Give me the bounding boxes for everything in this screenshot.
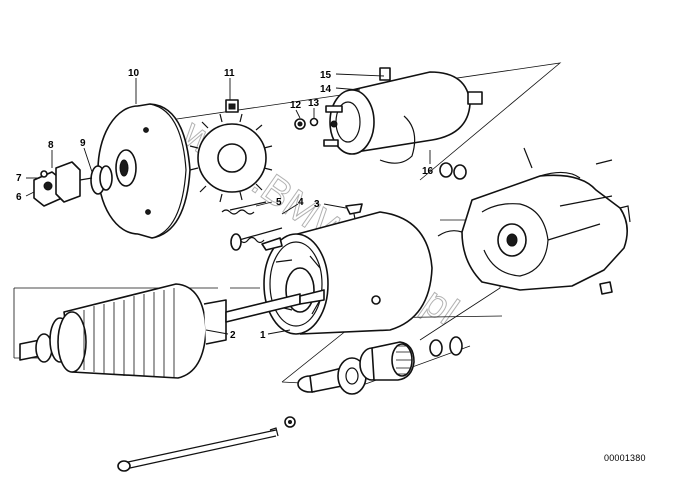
assembly-plane-upper xyxy=(169,62,562,181)
solenoid-switch xyxy=(294,67,483,164)
callout-12: 12 xyxy=(290,100,302,111)
callout-4: 4 xyxy=(298,197,304,208)
end-housing xyxy=(97,103,191,239)
callout-14: 14 xyxy=(320,84,332,95)
callout-10: 10 xyxy=(128,68,140,79)
callout-9: 9 xyxy=(80,138,86,149)
callout-3: 3 xyxy=(314,199,320,210)
assembly-plane-left xyxy=(13,287,260,359)
bushing xyxy=(439,162,467,180)
callout-1: 1 xyxy=(260,330,266,341)
pinion-assembly xyxy=(297,336,463,395)
reference-number: 00001380 xyxy=(604,453,646,463)
brush-plate xyxy=(189,99,273,203)
callout-2: 2 xyxy=(230,330,236,341)
callout-8: 8 xyxy=(48,140,54,151)
callout-13: 13 xyxy=(308,98,320,109)
callout-7: 7 xyxy=(16,173,22,184)
callout-15: 15 xyxy=(320,70,332,81)
callout-11: 11 xyxy=(224,68,235,79)
callout-16: 16 xyxy=(422,166,434,177)
brush-springs xyxy=(221,201,283,251)
drive-end-housing xyxy=(437,147,631,295)
field-housing xyxy=(261,211,433,335)
end-cap-parts xyxy=(33,161,113,207)
callout-6: 6 xyxy=(16,192,22,203)
callout-5: 5 xyxy=(276,197,282,208)
leader-lines xyxy=(25,73,431,335)
armature xyxy=(19,283,325,379)
callout-labels: 1 2 3 4 5 6 7 8 9 10 11 12 13 14 15 16 xyxy=(16,68,434,341)
through-bolt xyxy=(117,416,296,472)
